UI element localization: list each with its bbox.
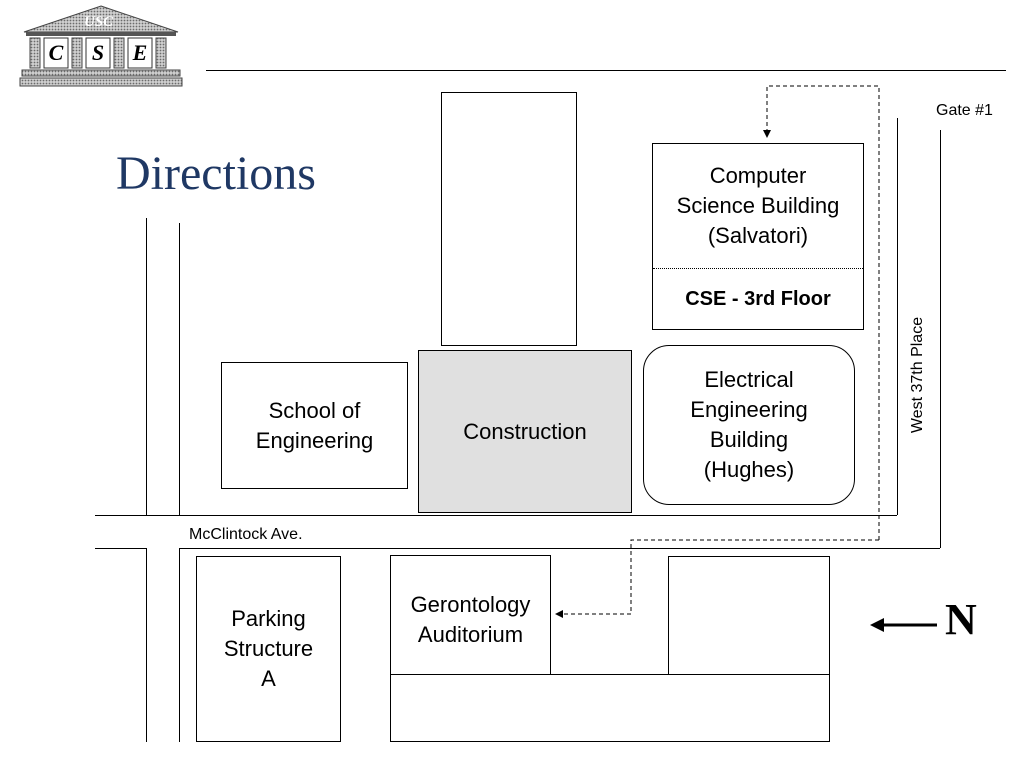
building-construction: Construction — [418, 350, 632, 513]
route-arrowhead-cs — [763, 130, 771, 138]
logo-letter-e: E — [132, 40, 148, 65]
header-rule — [206, 70, 1006, 71]
page-title: Directions — [116, 147, 316, 200]
gate-label: Gate #1 — [936, 102, 993, 119]
logo-letter-c: C — [48, 40, 64, 65]
logo-graphic — [19, 5, 183, 87]
street-label-mcclintock: McClintock Ave. — [189, 526, 303, 543]
route-arrowhead-gerontology — [555, 610, 563, 618]
building-gerontology-annex — [390, 674, 830, 742]
building-ee-hughes: Electrical Engineering Building (Hughes) — [643, 345, 855, 505]
usc-cse-logo: USC C S E — [18, 4, 184, 90]
route-to-cs-building — [766, 85, 880, 540]
building-parking-structure-a: Parking Structure A — [196, 556, 341, 742]
street-label-west-37th: West 37th Place — [909, 316, 926, 434]
logo-arch-text: USC — [84, 14, 114, 30]
north-letter: N — [945, 595, 977, 644]
cs-building-floor: CSE - 3rd Floor — [685, 288, 831, 310]
building-unlabeled-north — [441, 92, 577, 346]
building-gerontology-auditorium: Gerontology Auditorium — [390, 555, 551, 675]
building-unlabeled-southeast — [668, 556, 830, 675]
building-school-of-engineering: School of Engineering — [221, 362, 408, 489]
building-cs-salvatori: Computer Science Building (Salvatori) CS… — [652, 143, 864, 330]
cs-building-divider — [653, 268, 863, 269]
north-arrow-head — [870, 618, 884, 632]
logo-letter-s: S — [91, 40, 105, 65]
cs-building-name: Computer Science Building (Salvatori) — [676, 163, 840, 248]
